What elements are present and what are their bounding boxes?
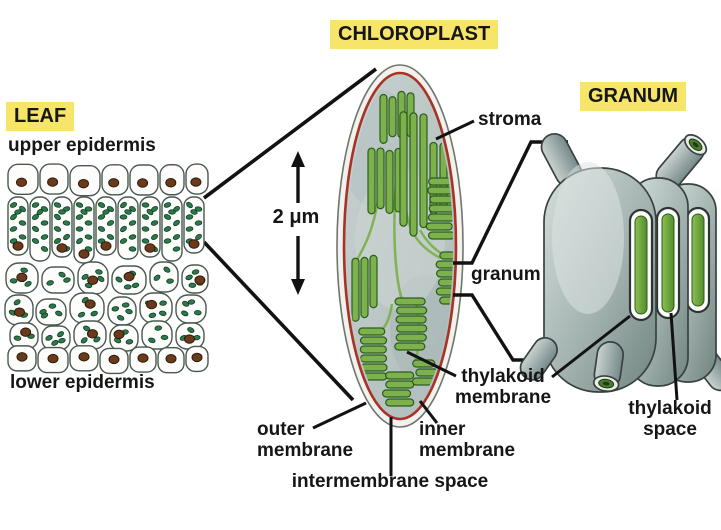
pointer-stroma <box>435 119 475 141</box>
fan-line-upper <box>202 67 378 200</box>
lower-epidermis-label: lower epidermis <box>10 372 155 393</box>
chloroplast-stroma <box>347 90 453 407</box>
chloroplast-heading-badge: CHLOROPLAST <box>330 20 499 49</box>
thylakoid-cutaway-2 <box>655 206 681 320</box>
pointer-thylakoid-membrane-left <box>406 350 457 378</box>
pointer-outer-membrane <box>312 401 367 430</box>
inner-membrane-label: inner membrane <box>419 419 516 461</box>
scale-label: 2 μm <box>272 206 320 228</box>
label-pointer-lines <box>312 119 679 476</box>
intermembrane-space-label: intermembrane space <box>291 471 489 492</box>
scale-arrow <box>291 151 305 295</box>
thylakoid-membrane-label: thylakoid membrane <box>454 366 552 408</box>
granum-tube-bottom-left <box>519 336 558 381</box>
granum-label: granum <box>471 264 541 285</box>
granum-drawing <box>519 133 721 393</box>
grana-stacks <box>351 90 453 407</box>
stroma-label: stroma <box>478 109 542 130</box>
granum-tube-bottom-center <box>592 341 625 393</box>
thylakoid-cutaway-1 <box>628 208 654 322</box>
granum-highlight <box>552 162 624 314</box>
leaf-zoom-lines <box>202 67 378 402</box>
fan-line-lower <box>202 240 355 402</box>
pointer-thylakoid-space <box>669 312 679 401</box>
arrowhead-down <box>291 279 305 295</box>
leaf-drawing <box>4 163 209 375</box>
pointer-inner-membrane <box>418 400 439 424</box>
chloroplast-drawing <box>336 64 464 428</box>
granum-heading-badge: GRANUM <box>580 82 686 111</box>
thylakoid-space-label: thylakoid space <box>628 398 712 440</box>
upper-epidermis-label: upper epidermis <box>8 135 156 156</box>
outer-membrane-label: outer membrane <box>257 419 354 461</box>
arrowhead-up <box>291 151 305 167</box>
thylakoid-cutaway-3 <box>685 206 711 314</box>
pointer-thylakoid-membrane-right <box>551 314 631 379</box>
leaf-heading-badge: LEAF <box>6 102 75 131</box>
